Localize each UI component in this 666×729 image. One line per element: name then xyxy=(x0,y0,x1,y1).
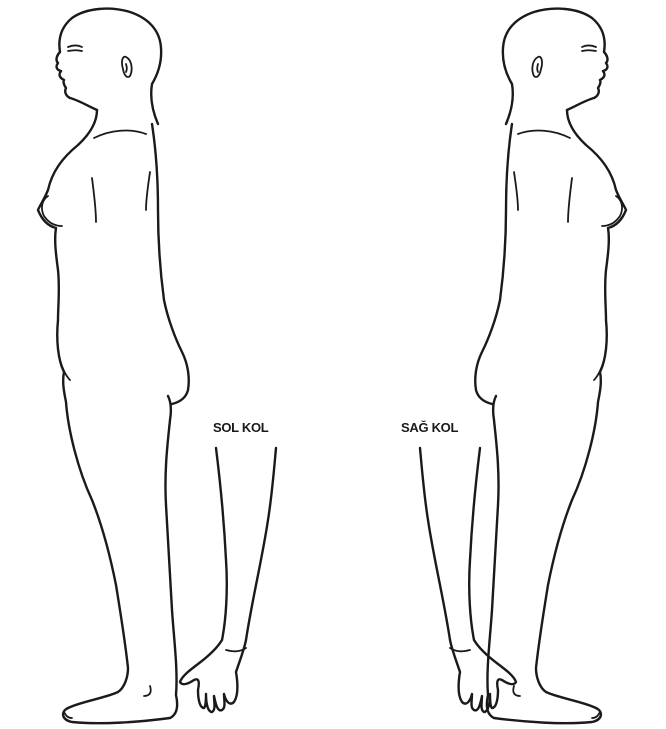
right-hip-line xyxy=(594,360,604,380)
right-body-figure xyxy=(475,9,626,724)
left-hip-line xyxy=(60,360,70,380)
right-torso-front xyxy=(487,110,626,723)
left-head-outline xyxy=(57,9,162,124)
left-underarm-line xyxy=(92,172,150,222)
left-eye xyxy=(68,46,82,52)
right-arm-label: SAĞ KOL xyxy=(401,420,458,435)
left-shoulder-line xyxy=(94,131,146,138)
right-head-outline xyxy=(503,9,608,124)
left-arm-figure xyxy=(180,448,276,712)
right-arm-outline xyxy=(420,448,516,712)
right-arm-figure xyxy=(420,448,516,712)
left-toes xyxy=(64,712,72,718)
right-ankle-mark xyxy=(513,686,520,696)
left-torso-back xyxy=(152,124,189,404)
left-arm-label: SOL KOL xyxy=(213,420,268,435)
left-body-figure xyxy=(38,9,189,724)
right-underarm-line xyxy=(514,172,572,222)
right-eye xyxy=(582,46,596,52)
left-torso-front xyxy=(38,110,177,723)
right-toes xyxy=(592,712,600,718)
left-ankle-mark xyxy=(144,686,151,696)
left-arm-outline xyxy=(180,448,276,712)
right-torso-back xyxy=(475,124,512,404)
left-ear xyxy=(122,57,132,77)
right-ear xyxy=(532,57,542,77)
right-shoulder-line xyxy=(518,131,570,138)
